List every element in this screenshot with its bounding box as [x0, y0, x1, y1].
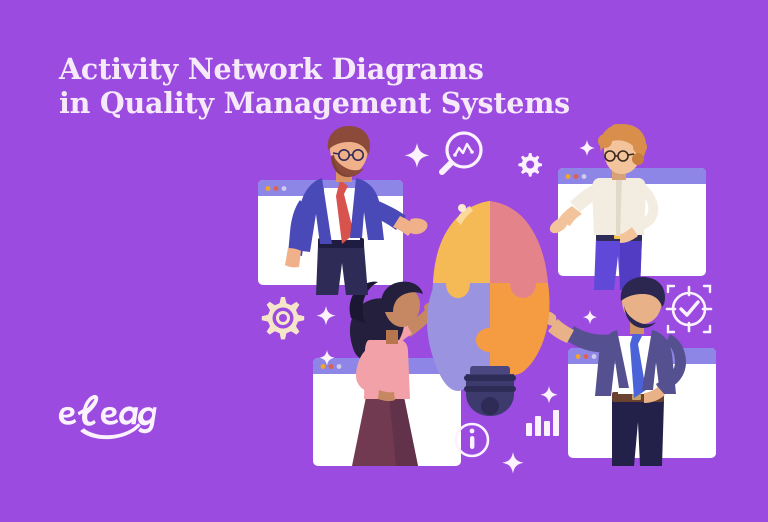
window-dot-amber	[575, 354, 581, 359]
window-dot-grey	[281, 186, 287, 191]
sparkle-icon	[404, 143, 430, 168]
eyeglasses-icon	[332, 149, 364, 162]
lightbulb-puzzle	[427, 201, 550, 416]
person-top-right-woman-glasses	[549, 124, 659, 290]
target-check-icon	[665, 284, 713, 334]
sparkle-icon	[316, 306, 336, 326]
window-dot-amber	[320, 364, 326, 369]
sparkle-icon	[579, 140, 595, 156]
sparkle-icon	[540, 386, 558, 404]
magnifier-chart-icon	[439, 131, 483, 175]
puzzle-piece-top-right	[490, 201, 548, 283]
window-dot-grey	[336, 364, 342, 369]
window-dot-amber	[265, 186, 271, 191]
eyeglasses-icon	[604, 150, 635, 162]
window-dot-grey	[591, 354, 597, 359]
sparkle-icon	[502, 452, 524, 474]
person-top-left-bearded-man	[285, 126, 428, 295]
gear-large-icon	[261, 297, 305, 340]
page-title: Activity Network Diagrams in Quality Man…	[59, 52, 571, 121]
brand-logo[interactable]	[52, 386, 182, 440]
window-dot-amber	[565, 174, 571, 179]
info-icon	[454, 422, 490, 458]
puzzle-piece-bottom-left-body	[431, 283, 490, 375]
window-dot-red	[573, 174, 579, 179]
window-dot-red	[273, 186, 279, 191]
bar-chart-icon	[526, 410, 559, 436]
puzzle-piece-bottom-right	[490, 283, 550, 375]
gear-small-icon	[518, 153, 542, 177]
sparkle-icon	[582, 310, 598, 325]
window-dot-red	[583, 354, 589, 359]
eleap-logo-mark	[58, 394, 157, 440]
person-bottom-left-woman-long-hair	[349, 281, 439, 466]
window-dot-red	[328, 364, 334, 369]
window-dot-grey	[581, 174, 587, 179]
sparkle-icon	[319, 350, 335, 366]
